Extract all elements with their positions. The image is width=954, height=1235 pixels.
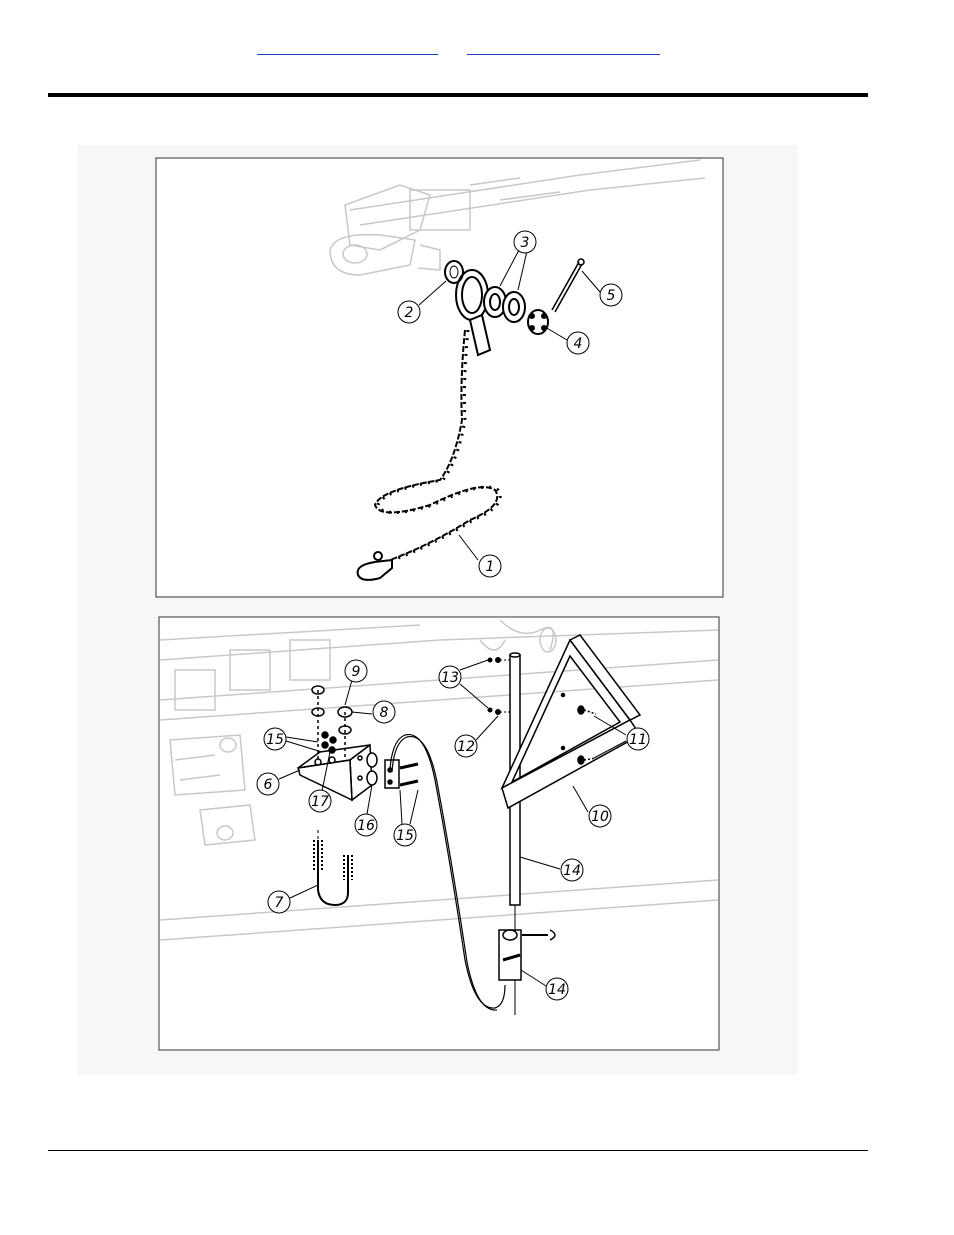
callout-11: 11 — [629, 732, 647, 748]
callout-4: 4 — [574, 336, 583, 352]
callout-2: 2 — [405, 305, 414, 321]
callout-12: 12 — [457, 739, 475, 755]
bottom-panel: 6 7 8 9 10 11 12 13 14 14 15 15 16 17 — [159, 617, 719, 1050]
callout-16: 16 — [357, 818, 375, 834]
callout-8: 8 — [380, 705, 389, 721]
callout-17: 17 — [311, 794, 329, 810]
callout-7: 7 — [275, 895, 284, 911]
callout-10: 10 — [591, 809, 609, 825]
callout-1: 1 — [486, 559, 495, 575]
callout-15-upper: 15 — [266, 732, 284, 748]
callout-15-lower: 15 — [396, 828, 414, 844]
footer-rule — [48, 1150, 868, 1151]
callout-14-upper: 14 — [563, 863, 581, 879]
top-panel: 1 2 3 4 5 — [156, 158, 723, 597]
callout-14-lower: 14 — [548, 982, 566, 998]
callout-3: 3 — [521, 235, 530, 251]
callout-6: 6 — [264, 777, 273, 793]
callout-5: 5 — [607, 288, 616, 304]
callout-9: 9 — [352, 664, 361, 680]
callout-13: 13 — [441, 670, 459, 686]
part-4-castle-nut — [528, 310, 548, 334]
